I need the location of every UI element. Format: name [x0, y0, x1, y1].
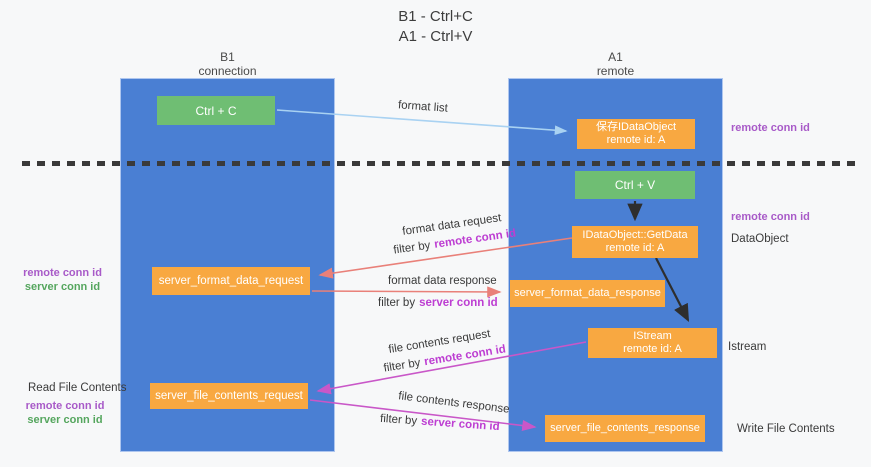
annotation-dataobject: DataObject [731, 233, 789, 245]
edge-label-file-contents-response: file contents response [397, 390, 511, 416]
node-save-idataobject-line2: remote id: A [606, 134, 666, 146]
edge-label-format-data-response: format data response [388, 275, 497, 287]
node-server-file-contents-response-label: server_file_contents_response [550, 422, 700, 434]
node-ctrl-c-label: Ctrl + C [195, 103, 237, 118]
lifeline-a1-name: A1 [608, 50, 623, 64]
annotation-conn-ids-bottom-left: remote conn id server conn id [15, 399, 115, 427]
node-server-file-contents-request: server_file_contents_request [150, 383, 308, 409]
node-server-format-data-response-label: server_format_data_response [514, 287, 661, 299]
clipboard-boundary-divider [22, 161, 862, 166]
lifeline-header-b1: B1 connection [120, 50, 335, 78]
node-getdata-line1: IDataObject::GetData [582, 229, 688, 241]
lifeline-b1-role: connection [198, 64, 257, 78]
lifeline-header-a1: A1 remote [508, 50, 723, 78]
edge-label-format-list: format list [397, 99, 449, 115]
annotation-server-conn-id-bottom-left: server conn id [27, 414, 103, 426]
diagram-title: B1 - Ctrl+C A1 - Ctrl+V [0, 7, 871, 47]
filter-key-server-conn-id: server conn id [419, 297, 498, 309]
node-ctrl-v: Ctrl + V [575, 171, 695, 199]
annotation-remote-conn-id-bottom-left: remote conn id [25, 400, 105, 412]
annotation-remote-conn-id-top-left: remote conn id [23, 267, 102, 279]
lifeline-a1-role: remote [596, 64, 635, 78]
node-save-idataobject: 保存IDataObject remote id: A [577, 119, 695, 149]
filter-prefix: filter by [382, 356, 422, 375]
node-server-format-data-request-label: server_format_data_request [158, 274, 304, 287]
node-ctrl-c: Ctrl + C [157, 96, 275, 125]
node-idataobject-getdata: IDataObject::GetData remote id: A [572, 226, 698, 258]
filter-key-server-conn-id: server conn id [420, 415, 500, 434]
annotation-read-file-contents: Read File Contents [28, 382, 127, 394]
annotation-conn-ids-top-left: remote conn id server conn id [15, 266, 110, 294]
node-server-format-data-response: server_format_data_response [510, 280, 665, 307]
format-data-response-arrow [311, 286, 502, 298]
title-line-1: B1 - Ctrl+C [398, 8, 473, 25]
filter-prefix: filter by [392, 239, 432, 257]
node-server-file-contents-response: server_file_contents_response [545, 415, 705, 442]
annotation-istream: Istream [728, 341, 767, 353]
node-getdata-line2: remote id: A [605, 242, 665, 254]
node-istream: IStream remote id: A [588, 328, 717, 358]
annotation-server-conn-id-top-left: server conn id [24, 281, 101, 293]
node-save-idataobject-line1: 保存IDataObject [595, 121, 677, 133]
node-istream-line1: IStream [633, 330, 672, 342]
node-server-format-data-request: server_format_data_request [152, 267, 310, 295]
filter-prefix: filter by [378, 297, 416, 309]
annotation-write-file-contents: Write File Contents [737, 423, 835, 435]
node-server-file-contents-request-label: server_file_contents_request [155, 389, 303, 402]
annotation-remote-conn-id-mid-right: remote conn id [731, 211, 810, 223]
node-istream-line2: remote id: A [623, 343, 682, 355]
title-line-2: A1 - Ctrl+V [398, 28, 473, 45]
filter-prefix: filter by [379, 412, 418, 428]
lifeline-b1-name: B1 [220, 50, 235, 64]
annotation-remote-conn-id-top-right: remote conn id [731, 122, 810, 134]
node-ctrl-v-label: Ctrl + V [614, 178, 656, 192]
